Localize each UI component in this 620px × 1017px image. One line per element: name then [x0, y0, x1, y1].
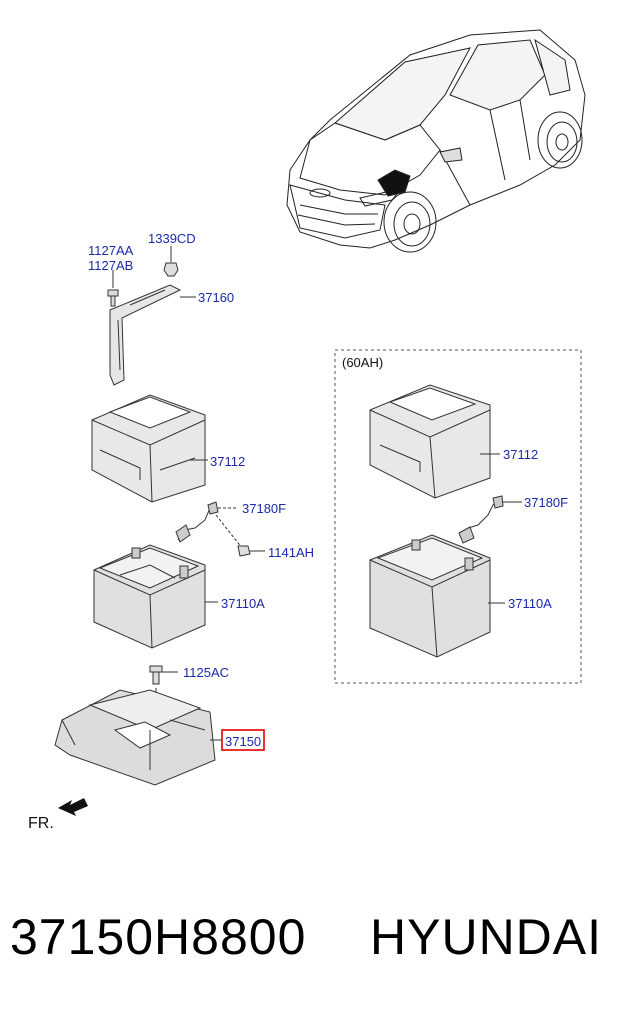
battery-tray-37150	[54, 689, 216, 786]
label-37112-left[interactable]: 37112	[210, 454, 245, 469]
label-front: FR.	[28, 815, 54, 832]
battery-37110a-left	[93, 544, 206, 649]
label-1125ac[interactable]: 1125AC	[183, 665, 229, 680]
tray-cover-37112-right	[369, 384, 491, 499]
label-1127ab[interactable]: 1127AB	[88, 258, 133, 273]
battery-37110a-right	[369, 534, 491, 658]
label-37112-right[interactable]: 37112	[503, 447, 538, 462]
label-37160[interactable]: 37160	[198, 290, 234, 305]
label-37110a-left[interactable]: 37110A	[221, 596, 265, 611]
footer-part-number: 37150H8800	[10, 909, 307, 965]
label-37110a-right[interactable]: 37110A	[508, 596, 552, 611]
bracket-37160	[109, 284, 182, 386]
label-1127aa[interactable]: 1127AA	[88, 243, 134, 258]
label-37180f-right[interactable]: 37180F	[524, 495, 568, 510]
footer: 37150H8800 HYUNDAI	[0, 900, 620, 980]
variant-60ah-box	[334, 349, 582, 684]
bolt-1127-icon	[107, 270, 119, 307]
bolt-1141ah-icon	[237, 545, 265, 557]
label-37150[interactable]: 37150	[225, 734, 261, 749]
highlight-box-37150[interactable]	[221, 729, 265, 751]
car-illustration	[286, 29, 586, 253]
nut-1339cd-icon	[163, 246, 179, 277]
cable-37180f-right	[458, 495, 522, 544]
tray-cover-37112-left	[91, 394, 206, 503]
footer-brand: HYUNDAI	[370, 909, 603, 965]
label-60ah: (60AH)	[342, 355, 383, 370]
cable-37180f-left	[175, 501, 243, 549]
label-1339cd[interactable]: 1339CD	[148, 231, 196, 246]
label-1141ah[interactable]: 1141AH	[268, 545, 314, 560]
front-arrow-icon	[58, 798, 88, 816]
label-37180f-left[interactable]: 37180F	[242, 501, 286, 516]
